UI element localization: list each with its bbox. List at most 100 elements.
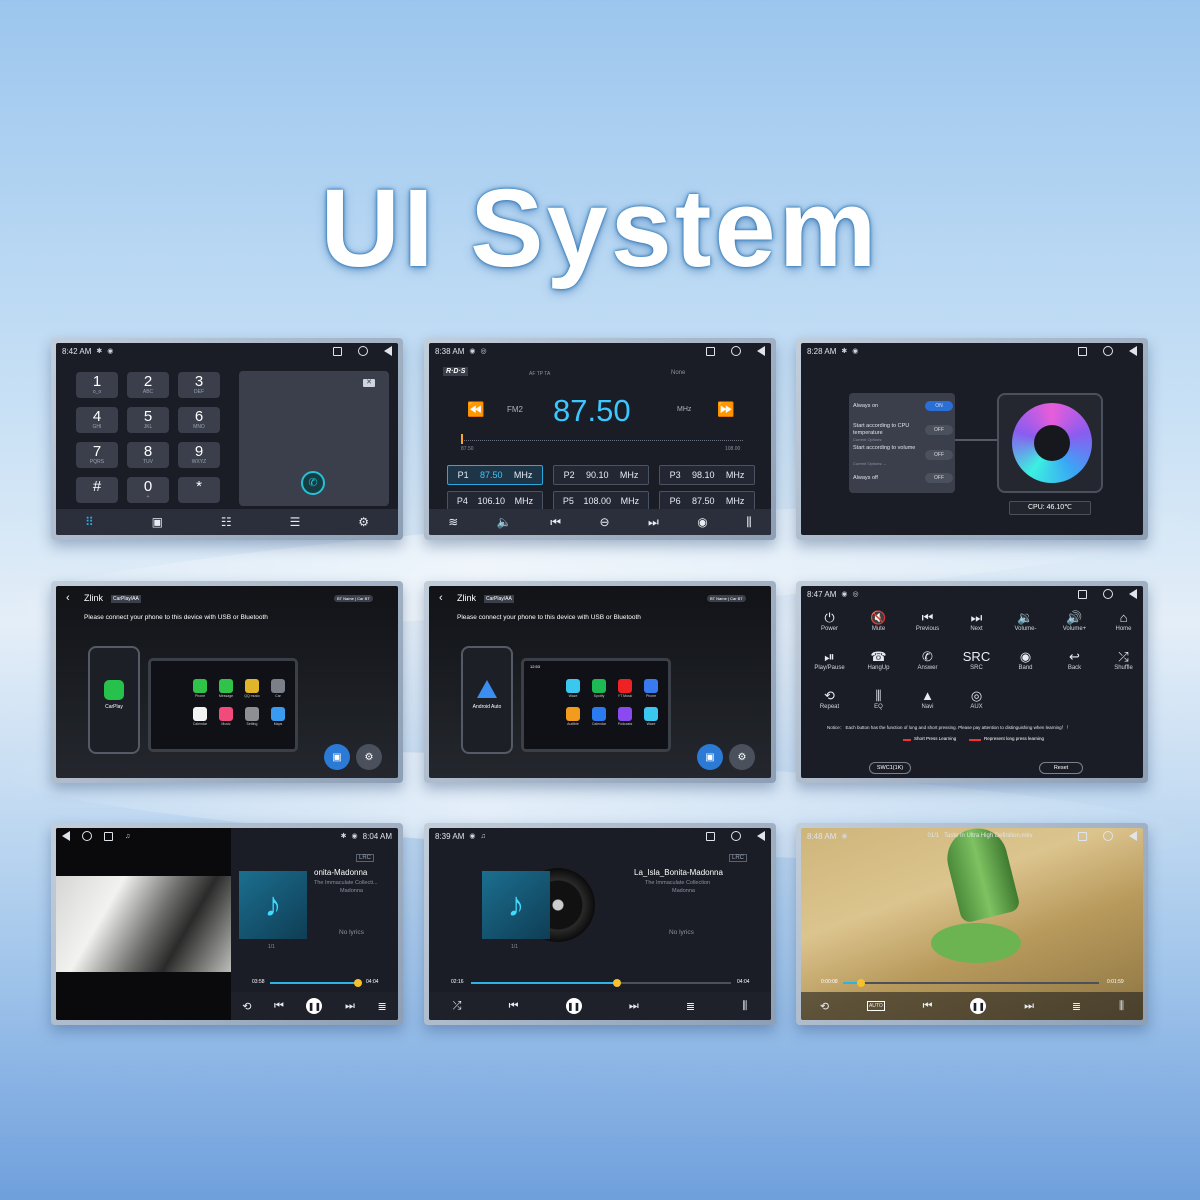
band-icon[interactable]: ◉: [697, 515, 708, 529]
next-icon[interactable]: ⏭: [648, 514, 659, 529]
aspect-auto-button[interactable]: AUTO: [866, 1001, 885, 1011]
swc-button-eq[interactable]: ⫼EQ: [854, 688, 903, 710]
back-arrow-icon[interactable]: ‹: [439, 592, 443, 604]
seek-bar[interactable]: [843, 979, 1099, 987]
playlist-icon[interactable]: ≣: [377, 1000, 387, 1013]
back-button[interactable]: [1129, 346, 1137, 356]
swc-button-shuffle[interactable]: ⤮Shuffle: [1099, 649, 1143, 671]
playlist-icon[interactable]: ≣: [685, 1000, 696, 1013]
repeat-icon[interactable]: ⟲: [242, 1000, 252, 1013]
back-button[interactable]: [757, 346, 765, 356]
bt-name-tag[interactable]: BT Name | Car BT: [707, 595, 746, 602]
back-button[interactable]: [384, 346, 392, 356]
call-button[interactable]: ✆: [301, 471, 325, 495]
recents-button[interactable]: [333, 346, 342, 356]
home-button[interactable]: [1103, 346, 1113, 356]
home-button[interactable]: [82, 831, 92, 841]
eq-icon[interactable]: ⫼: [742, 999, 748, 1012]
option-cpu-temp[interactable]: Start according to CPU temperature: [853, 423, 910, 436]
recents-button[interactable]: [1078, 346, 1087, 356]
back-arrow-icon[interactable]: ‹: [66, 592, 70, 604]
toggle-always-off[interactable]: OFF: [925, 473, 953, 483]
toggle-always-on[interactable]: ON: [925, 401, 953, 411]
seek-thumb[interactable]: [856, 979, 865, 987]
screen-cast-button[interactable]: ▣: [697, 744, 723, 770]
rds-icon[interactable]: ≋: [448, 515, 459, 529]
swc-button-power[interactable]: ⏻Power: [805, 610, 854, 632]
pause-button[interactable]: ❚❚: [306, 998, 323, 1014]
recents-button[interactable]: [706, 346, 715, 356]
eq-icon[interactable]: ⫼: [1118, 999, 1124, 1012]
toggle-cpu-temp[interactable]: OFF: [925, 425, 953, 435]
seek-thumb[interactable]: [612, 979, 621, 987]
home-button[interactable]: [731, 346, 741, 356]
seek-back-icon[interactable]: ⏪: [467, 401, 485, 417]
bluetooth-devices-icon[interactable]: ☰: [289, 515, 301, 529]
swc-button-volume-[interactable]: 🔊Volume+: [1050, 610, 1099, 632]
zlink-settings-button[interactable]: ⚙: [356, 744, 382, 770]
back-button[interactable]: [757, 831, 765, 841]
tuning-scale[interactable]: [461, 440, 743, 442]
swc-button-hangup[interactable]: ☎HangUp: [854, 649, 903, 671]
recents-button[interactable]: [1078, 589, 1087, 599]
recents-button[interactable]: [706, 831, 715, 841]
swc-button-next[interactable]: ⏭Next: [952, 610, 1001, 632]
seek-bar[interactable]: [471, 979, 731, 987]
home-button[interactable]: [1103, 831, 1113, 841]
back-button[interactable]: [1129, 589, 1137, 599]
key-hash[interactable]: #: [76, 477, 118, 503]
dialpad-icon[interactable]: ⠿: [84, 515, 94, 529]
swc-button-answer[interactable]: ✆Answer: [903, 649, 952, 671]
video-pane[interactable]: ♫: [56, 828, 231, 1020]
call-log-icon[interactable]: ☷: [220, 515, 232, 529]
swc-button-volume-[interactable]: 🔉Volume-: [1001, 610, 1050, 632]
seek-forward-icon[interactable]: ⏩: [717, 401, 735, 417]
previous-icon[interactable]: ⏮: [922, 999, 933, 1012]
back-button[interactable]: [1129, 831, 1137, 841]
swc-button-band[interactable]: ◉Band: [1001, 649, 1050, 671]
next-icon[interactable]: ⏭: [345, 999, 355, 1012]
scan-icon[interactable]: ⊖: [599, 515, 610, 529]
swc-button-aux[interactable]: ◎AUX: [952, 688, 1001, 710]
swc-button-mute[interactable]: 🔇Mute: [854, 610, 903, 632]
screen-cast-button[interactable]: ▣: [324, 744, 350, 770]
settings-icon[interactable]: ⚙: [358, 515, 370, 529]
repeat-icon[interactable]: ⟲: [819, 1000, 830, 1013]
pause-button[interactable]: ❚❚: [565, 998, 582, 1014]
next-icon[interactable]: ⏭: [1024, 999, 1035, 1012]
key-star[interactable]: *: [178, 477, 220, 503]
bt-name-tag[interactable]: BT Name | Car BT: [334, 595, 373, 602]
next-icon[interactable]: ⏭: [628, 999, 639, 1012]
zlink-settings-button[interactable]: ⚙: [729, 744, 755, 770]
key-0[interactable]: 0+: [127, 477, 169, 503]
seek-thumb[interactable]: [354, 979, 363, 987]
video-screen[interactable]: 8:48 AM ◉ 01/1 Taste in Ultra High Defin…: [801, 828, 1143, 1020]
pause-button[interactable]: ❚❚: [970, 998, 987, 1014]
eq-icon[interactable]: ⫼: [746, 514, 752, 529]
recents-button[interactable]: [1078, 831, 1087, 841]
swc-button-previous[interactable]: ⏮Previous: [903, 610, 952, 632]
toggle-volume[interactable]: OFF: [925, 450, 953, 460]
swc-button-repeat[interactable]: ⟲Repeat: [805, 688, 854, 710]
previous-icon[interactable]: ⏮: [550, 514, 561, 529]
home-button[interactable]: [731, 831, 741, 841]
shuffle-icon[interactable]: ⤮: [452, 999, 462, 1012]
option-volume[interactable]: Start according to volume: [853, 445, 916, 451]
back-button[interactable]: [62, 831, 70, 841]
swc-button-play-pause[interactable]: ⏯Play/Pause: [805, 649, 854, 671]
home-button[interactable]: [358, 346, 368, 356]
previous-icon[interactable]: ⏮: [274, 999, 284, 1012]
